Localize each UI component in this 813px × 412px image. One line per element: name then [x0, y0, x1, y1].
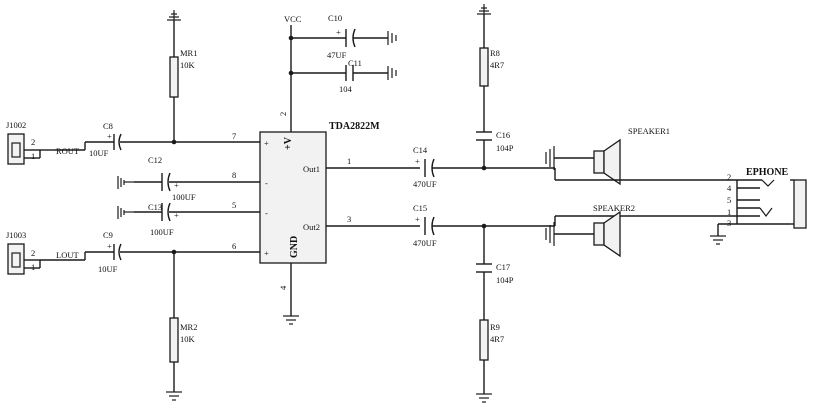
svg-text:+: +	[107, 241, 112, 251]
r9-value: 4R7	[490, 334, 504, 344]
c15-ref: C15	[413, 203, 427, 213]
ground-c12	[117, 176, 134, 189]
c15-value: 470UF	[413, 238, 437, 248]
c16-value: 104P	[496, 143, 514, 153]
svg-text:-: -	[265, 178, 268, 188]
resistor-r9	[479, 319, 489, 361]
r9-ref: R9	[490, 322, 500, 332]
resistor-mr1	[169, 56, 179, 98]
c17-value: 104P	[496, 275, 514, 285]
capacitor-c9	[113, 243, 122, 261]
c13-ref: C13	[148, 202, 162, 212]
mr1-ref: MR1	[180, 48, 197, 58]
capacitor-c8	[113, 133, 122, 151]
c12-value: 100UF	[172, 192, 196, 202]
svg-text:6: 6	[232, 241, 236, 251]
c9-ref: C9	[103, 230, 113, 240]
ic-tda2822m	[259, 131, 327, 264]
headphone-jack-icon	[736, 179, 807, 229]
svg-text:7: 7	[232, 131, 236, 141]
ground-jack	[710, 235, 726, 245]
ground-ic	[283, 315, 299, 325]
c10-ref: C10	[328, 13, 342, 23]
ic-out1-label: Out1	[303, 164, 320, 174]
ground-r9	[476, 393, 492, 403]
speaker2-icon	[593, 210, 621, 258]
svg-text:2: 2	[278, 112, 288, 116]
rout-net-label: ROUT	[56, 146, 80, 156]
ic-gnd-label: GND	[289, 236, 300, 258]
c17-ref: C17	[496, 262, 510, 272]
r8-ref: R8	[490, 48, 500, 58]
svg-text:1: 1	[727, 207, 731, 217]
svg-text:4: 4	[727, 183, 732, 193]
capacitor-c17	[476, 263, 492, 273]
svg-text:2: 2	[31, 137, 35, 147]
ground-mr2	[166, 391, 182, 401]
ground-mr1-top	[167, 10, 181, 21]
lout-net-label: LOUT	[56, 250, 79, 260]
svg-text:+: +	[336, 27, 341, 37]
svg-text:+: +	[415, 156, 420, 166]
svg-text:1: 1	[31, 262, 35, 272]
svg-text:+: +	[264, 138, 269, 148]
ground-c10	[387, 31, 397, 45]
svg-text:8: 8	[232, 170, 236, 180]
svg-text:3: 3	[347, 214, 351, 224]
c14-value: 470UF	[413, 179, 437, 189]
resistor-r8	[479, 47, 489, 87]
c11-ref: C11	[348, 58, 362, 68]
ground-speaker1	[545, 146, 555, 170]
connector-j1002	[7, 133, 25, 165]
mr2-value: 10K	[180, 334, 196, 344]
speaker1-icon	[593, 138, 621, 186]
svg-text:2: 2	[31, 248, 35, 258]
ground-c11	[387, 66, 397, 80]
ic-out2-label: Out2	[303, 222, 320, 232]
ic-v-label: +V	[283, 136, 294, 150]
svg-text:5: 5	[727, 195, 731, 205]
svg-text:+: +	[107, 131, 112, 141]
svg-text:+: +	[174, 180, 179, 190]
svg-text:2: 2	[727, 172, 731, 182]
svg-text:1: 1	[347, 156, 351, 166]
c11-value: 104	[339, 84, 353, 94]
j1002-ref: J1002	[6, 120, 26, 130]
mr1-value: 10K	[180, 60, 196, 70]
svg-text:+: +	[415, 214, 420, 224]
ephone-ref: EPHONE	[746, 167, 789, 178]
speaker2-label: SPEAKER2	[593, 203, 635, 213]
speaker1-label: SPEAKER1	[628, 126, 670, 136]
capacitor-c16	[476, 131, 492, 141]
mr2-ref: MR2	[180, 322, 197, 332]
capacitor-c12	[161, 172, 171, 192]
c8-ref: C8	[103, 121, 113, 131]
svg-text:+: +	[174, 210, 179, 220]
connector-j1003	[7, 243, 25, 275]
svg-text:1: 1	[31, 151, 35, 161]
c13-value: 100UF	[150, 227, 174, 237]
c14-ref: C14	[413, 145, 428, 155]
svg-text:-: -	[265, 208, 268, 218]
svg-text:3: 3	[727, 218, 731, 228]
c16-ref: C16	[496, 130, 510, 140]
ground-c13	[117, 206, 134, 219]
c8-value: 10UF	[89, 148, 109, 158]
svg-text:5: 5	[232, 200, 236, 210]
c12-ref: C12	[148, 155, 162, 165]
vcc-label: VCC	[284, 14, 302, 24]
svg-text:4: 4	[278, 285, 288, 290]
c9-value: 10UF	[98, 264, 118, 274]
resistor-mr2	[169, 317, 179, 363]
j1003-ref: J1003	[6, 230, 26, 240]
r8-value: 4R7	[490, 60, 504, 70]
c10-value: 47UF	[327, 50, 347, 60]
capacitor-c13	[161, 202, 171, 222]
svg-text:+: +	[264, 248, 269, 258]
ic-name: TDA2822M	[329, 121, 380, 132]
ground-r8-top	[477, 4, 491, 15]
